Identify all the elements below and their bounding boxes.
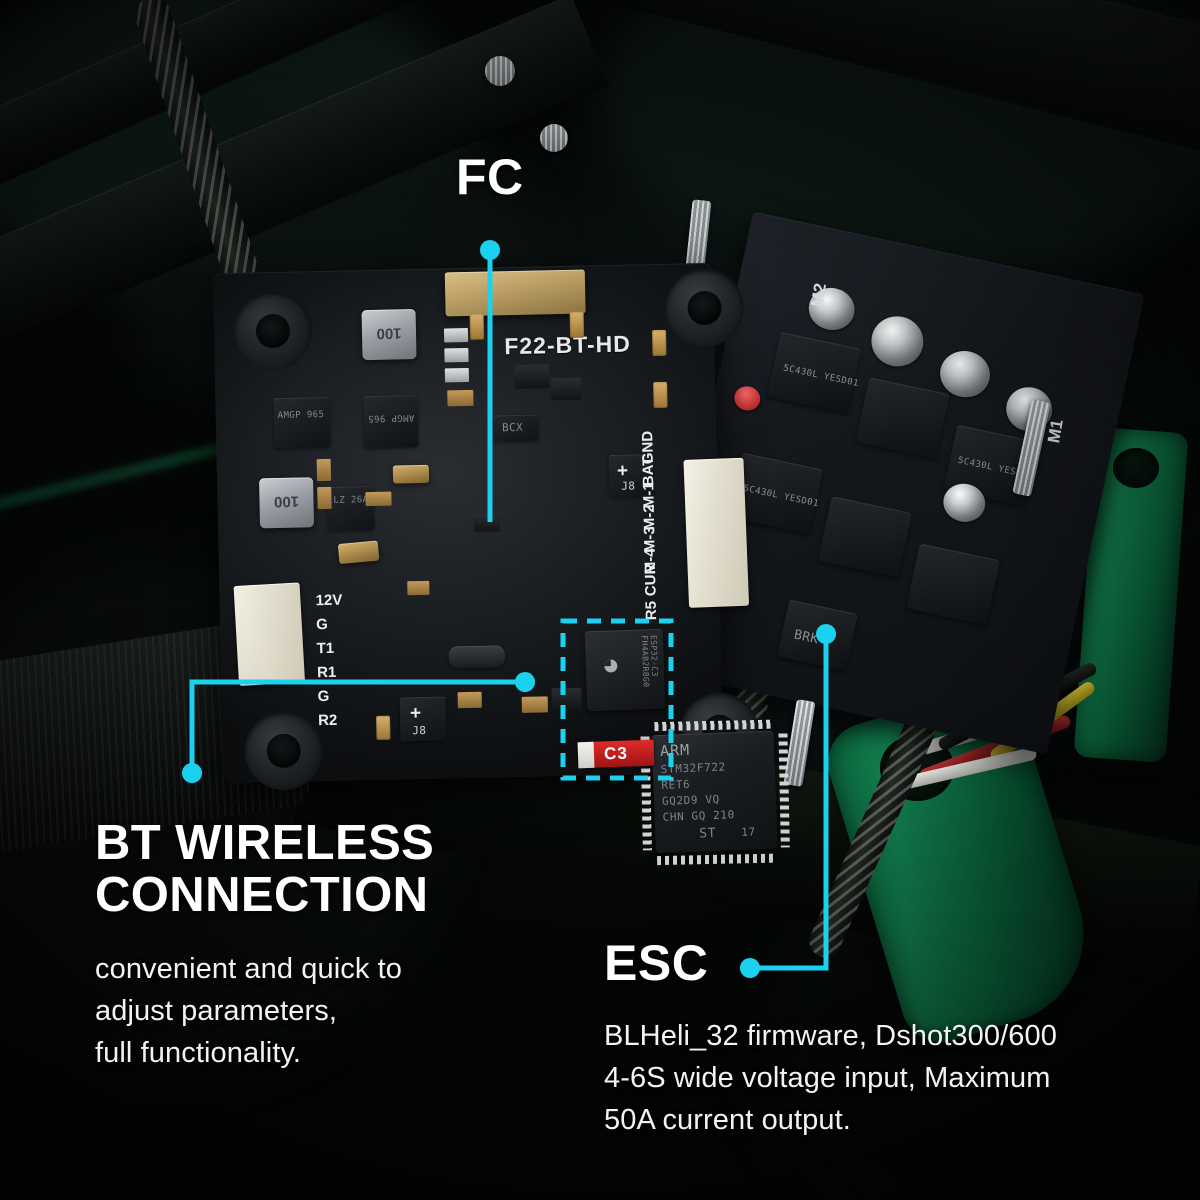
screw-head-top <box>485 56 515 86</box>
fc-smd-7 <box>447 389 474 407</box>
fc-chip-amgp-2-mark: AMGP 965 <box>367 411 415 423</box>
fc-pad-gold-5 <box>376 715 391 740</box>
fc-pad-label-g1: G <box>315 615 328 634</box>
fc-mcu-year: 17 <box>741 825 756 839</box>
fc-silk-j8-top: J8 <box>621 479 636 493</box>
fc-pad-label-12v: 12V <box>315 591 343 610</box>
fc-mount-hole-bl <box>243 711 324 791</box>
fc-smd-8 <box>514 364 550 389</box>
fc-pad-gold-4 <box>653 381 668 409</box>
fc-smd-13 <box>473 513 501 532</box>
fc-smd-9 <box>550 377 582 401</box>
esp32-module-marking: ESP32-C3 FH4AB2R8G0 <box>639 634 660 688</box>
fc-chip-lz-mark: LZ 26A <box>333 495 369 506</box>
esc-motor-pad-m2: M2 <box>807 281 831 309</box>
esc-solder-blob-2 <box>866 311 929 372</box>
fc-pad-label-r5: R5 <box>642 600 661 621</box>
fc-smd-14 <box>407 580 430 596</box>
fc-inductor-2: 100 <box>259 477 315 529</box>
fc-mcu-part: STM32F722 <box>660 760 727 776</box>
fc-smd-2 <box>317 486 332 510</box>
screw-head-top-2 <box>540 124 568 152</box>
fc-usb-connector <box>444 269 586 317</box>
fc-inductor-1-mark: 100 <box>376 324 402 342</box>
fc-pad-label-r1: R1 <box>316 663 337 682</box>
fc-smd-6 <box>444 367 470 383</box>
fc-inductor-1: 100 <box>361 309 417 361</box>
fc-gold-cap-1 <box>337 540 380 565</box>
fc-inductor-2-mark: 100 <box>273 492 300 511</box>
wifi-icon: ◕ <box>601 648 621 682</box>
bt-headline: BT WIRELESS CONNECTION <box>95 816 435 922</box>
fc-pad-gold-3 <box>652 329 667 357</box>
fc-silk-plus-bottom: + <box>409 703 423 725</box>
fc-mcu-grade: RET6 <box>661 777 691 792</box>
fc-mcu-stm32: ARM STM32F722 RET6 GQ2D9 VQ CHN GQ 210 1… <box>651 730 778 854</box>
fc-callout-label: FC <box>456 149 524 205</box>
fc-mcu-brand-line: ARM <box>659 740 691 760</box>
esc-led-red <box>732 383 763 413</box>
fc-mcu-lot: GQ2D9 VQ <box>661 792 721 808</box>
fc-gold-cap-2 <box>392 464 430 484</box>
fc-pad-label-t1: T1 <box>316 639 335 658</box>
fc-chip-amgp-1-mark: AMGP 965 <box>277 409 325 421</box>
fc-chip-bcx-mark: BCX <box>501 420 524 435</box>
fc-smd-4 <box>443 327 469 343</box>
fc-pad-label-cur: CUR <box>641 563 660 597</box>
esc-motor-pad-m1: M1 <box>1044 417 1067 445</box>
fc-pad-label-g2: G <box>317 687 330 706</box>
fc-crystal <box>448 645 506 669</box>
fc-smd-12 <box>551 687 582 711</box>
esc-callout-label: ESC <box>604 935 709 991</box>
fc-jst-right <box>683 457 750 608</box>
tpu-standoff-hole-right <box>1113 448 1159 488</box>
esc-body-text: BLHeli_32 firmware, Dshot300/600 4-6S wi… <box>604 1020 1057 1137</box>
fc-smd-11 <box>521 696 548 713</box>
bt-chip-c3-label: C3 <box>603 743 629 764</box>
esc-mosfet-5 <box>818 496 912 578</box>
fc-smd-3 <box>365 491 392 507</box>
fc-pad-gold-2 <box>569 311 585 338</box>
esc-mosfet-2 <box>855 377 950 459</box>
fc-pad-label-r2: R2 <box>317 711 338 730</box>
fc-smd-10 <box>457 691 482 709</box>
fc-pad-gold-1 <box>469 313 485 340</box>
fc-silkscreen-model: F22-BT-HD <box>504 330 632 360</box>
fc-silk-j8-bottom: J8 <box>412 723 427 738</box>
fc-smd-5 <box>444 347 469 363</box>
fc-mount-hole-tl <box>233 291 313 371</box>
fc-smd-1 <box>316 458 332 482</box>
fc-chip-amgp-1 <box>273 396 331 449</box>
fc-jst-left <box>233 582 306 686</box>
bt-body-text: convenient and quick to adjust parameter… <box>95 953 403 1070</box>
fc-mcu-st-logo: ST <box>699 825 717 842</box>
esc-mosfet-6 <box>906 543 1001 626</box>
esp32-bluetooth-module: ◕ ESP32-C3 FH4AB2R8G0 <box>584 628 666 712</box>
fc-mcu-origin: CHN GQ 210 <box>662 808 736 824</box>
bt-chip-c3: C3 <box>577 739 655 769</box>
